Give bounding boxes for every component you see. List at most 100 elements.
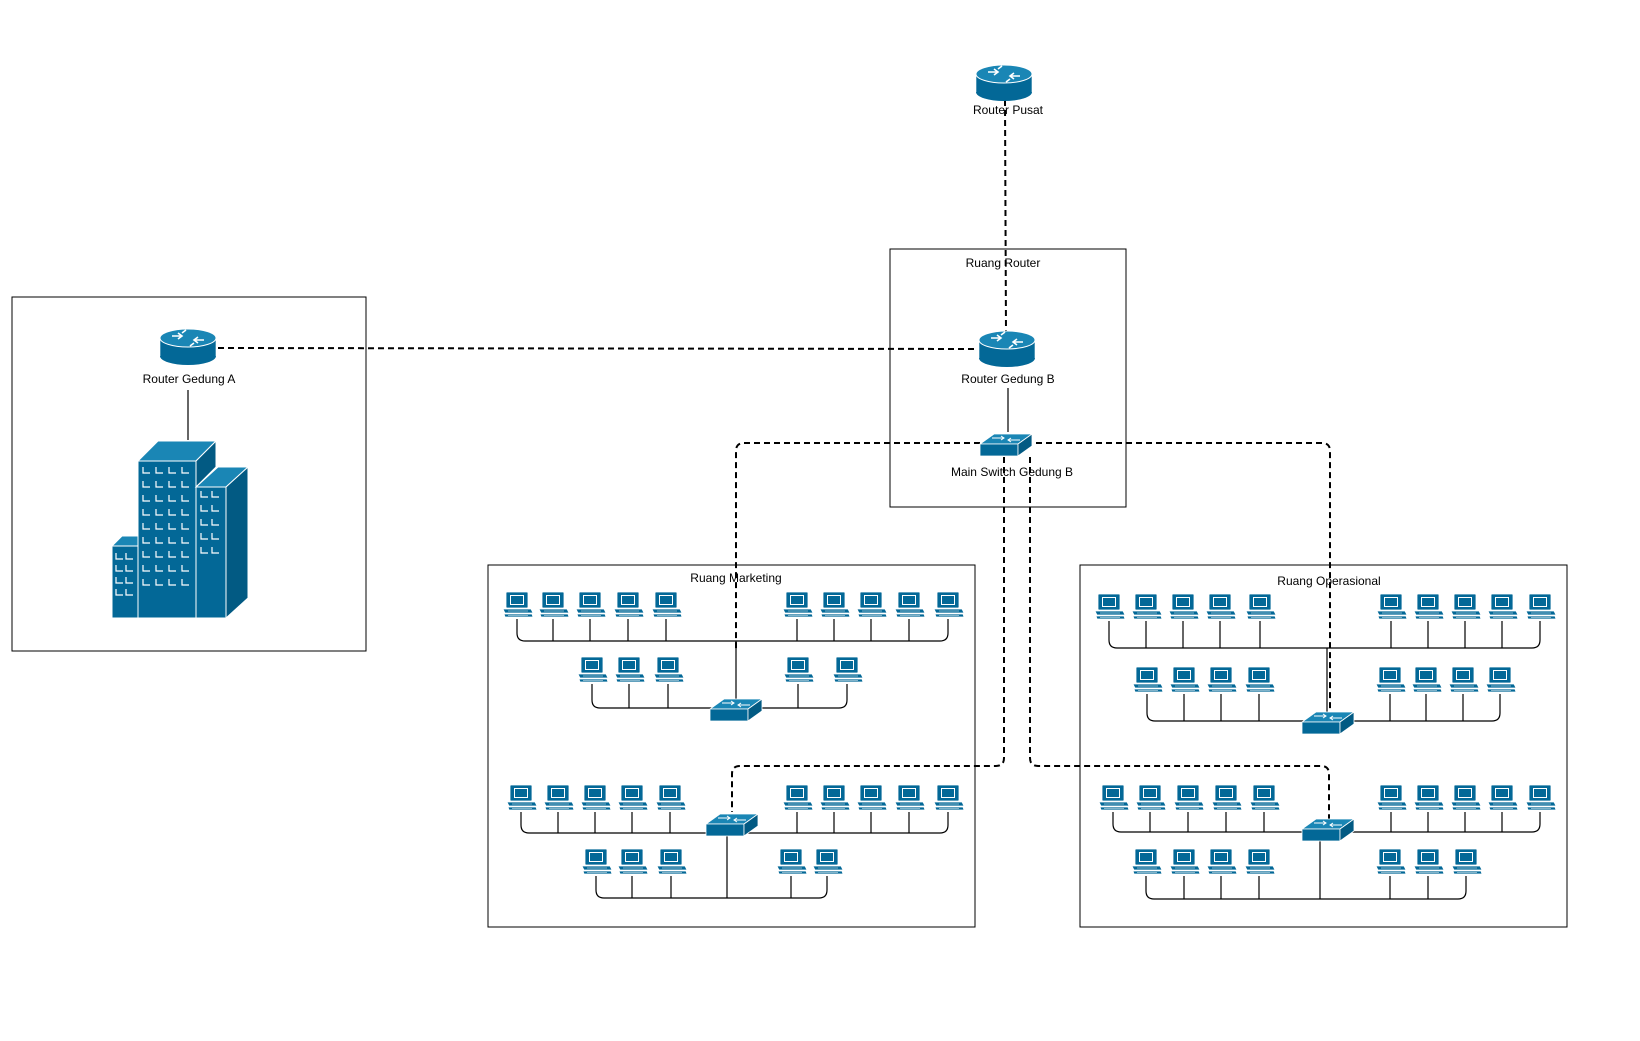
workstation-icon[interactable]	[1376, 593, 1408, 620]
workstation-icon[interactable]	[1168, 593, 1200, 620]
workstation-icon[interactable]	[1132, 666, 1164, 693]
workstation-icon[interactable]	[1206, 666, 1238, 693]
link-main-switch-to-marketing-2	[731, 457, 1005, 812]
main-switch-gedung-b[interactable]: Main Switch Gedung B	[951, 433, 1073, 479]
workstation-icon[interactable]	[506, 784, 538, 811]
lan-marketing-2	[506, 784, 965, 899]
workstation-icon[interactable]	[1375, 666, 1407, 693]
ruang-router-label: Ruang Router	[966, 256, 1041, 270]
link-main-switch-to-operasional-2	[1029, 457, 1330, 820]
workstation-icon[interactable]	[819, 591, 851, 618]
workstation-icon[interactable]	[933, 784, 965, 811]
workstation-icon[interactable]	[617, 848, 649, 875]
router-gedung-a-label: Router Gedung A	[143, 372, 236, 386]
ruang-marketing-container	[487, 564, 976, 928]
workstation-icon[interactable]	[543, 784, 575, 811]
workstation-icon[interactable]	[617, 784, 649, 811]
workstation-icon[interactable]	[1450, 784, 1482, 811]
workstation-icon[interactable]	[782, 591, 814, 618]
workstation-icon[interactable]	[1244, 848, 1276, 875]
switch-icon[interactable]	[1301, 711, 1355, 735]
ruang-router-container	[889, 248, 1127, 508]
workstation-icon[interactable]	[614, 656, 646, 683]
main-switch-label: Main Switch Gedung B	[951, 465, 1073, 479]
workstation-icon[interactable]	[575, 591, 607, 618]
lan-bus-line	[1145, 890, 1467, 900]
router-icon	[975, 64, 1033, 102]
workstation-icon[interactable]	[894, 784, 926, 811]
workstation-icon[interactable]	[1135, 784, 1167, 811]
link-main-switch-to-marketing-1	[735, 442, 980, 650]
workstation-icon[interactable]	[538, 591, 570, 618]
switch-icon[interactable]	[709, 698, 763, 722]
workstation-icon[interactable]	[1131, 848, 1163, 875]
workstation-icon[interactable]	[1413, 848, 1445, 875]
router-gedung-a[interactable]: Router Gedung A	[143, 328, 236, 386]
workstation-icon[interactable]	[581, 848, 613, 875]
ruang-marketing-label: Ruang Marketing	[690, 571, 781, 585]
workstation-icon[interactable]	[1487, 784, 1519, 811]
workstation-icon[interactable]	[653, 656, 685, 683]
workstation-icon[interactable]	[1173, 784, 1205, 811]
workstation-icon[interactable]	[1211, 784, 1243, 811]
workstation-icon[interactable]	[783, 656, 815, 683]
lan-clusters	[502, 591, 1557, 900]
workstation-icon[interactable]	[1411, 666, 1443, 693]
workstation-icon[interactable]	[651, 591, 683, 618]
workstation-icon[interactable]	[613, 591, 645, 618]
workstation-icon[interactable]	[1451, 848, 1483, 875]
workstation-icon[interactable]	[1413, 593, 1445, 620]
lan-operasional-2	[1098, 784, 1557, 900]
workstation-icon[interactable]	[1249, 784, 1281, 811]
workstation-icon[interactable]	[1094, 593, 1126, 620]
workstation-icon[interactable]	[1205, 593, 1237, 620]
workstation-icon[interactable]	[655, 784, 687, 811]
workstation-icon[interactable]	[1525, 784, 1557, 811]
workstation-icon[interactable]	[856, 784, 888, 811]
workstation-icon[interactable]	[776, 848, 808, 875]
workstation-icon[interactable]	[1131, 593, 1163, 620]
workstation-icon[interactable]	[1098, 784, 1130, 811]
workstation-icon[interactable]	[819, 784, 851, 811]
workstation-icon[interactable]	[894, 591, 926, 618]
workstation-icon[interactable]	[656, 848, 688, 875]
link-pusat-to-gedung-b	[1004, 99, 1007, 336]
workstation-icon[interactable]	[1245, 593, 1277, 620]
lan-operasional-1	[1094, 593, 1557, 735]
router-pusat[interactable]: Router Pusat	[973, 64, 1044, 117]
ruang-operasional-container	[1079, 564, 1568, 928]
workstation-icon[interactable]	[1487, 593, 1519, 620]
workstation-icon[interactable]	[1244, 666, 1276, 693]
router-icon	[978, 330, 1036, 368]
lan-bus-line	[1108, 639, 1541, 649]
workstation-icon[interactable]	[1206, 848, 1238, 875]
workstation-icon[interactable]	[1485, 666, 1517, 693]
workstation-icon[interactable]	[832, 656, 864, 683]
switch-icon[interactable]	[1301, 818, 1355, 842]
workstation-icon[interactable]	[580, 784, 612, 811]
lan-bus-line	[595, 889, 828, 899]
workstation-icon[interactable]	[1169, 666, 1201, 693]
switch-icon	[979, 433, 1033, 457]
workstation-icon[interactable]	[1169, 848, 1201, 875]
workstation-icon[interactable]	[1450, 593, 1482, 620]
workstation-icon[interactable]	[1525, 593, 1557, 620]
lan-marketing-1	[502, 591, 965, 722]
link-gedung-a-to-gedung-b	[217, 347, 979, 350]
workstation-icon[interactable]	[1413, 784, 1445, 811]
gedung-a-container	[11, 296, 367, 652]
ruang-operasional-label: Ruang Operasional	[1277, 574, 1380, 588]
workstation-icon[interactable]	[1376, 784, 1408, 811]
workstation-icon[interactable]	[502, 591, 534, 618]
workstation-icon[interactable]	[933, 591, 965, 618]
workstation-icon[interactable]	[856, 591, 888, 618]
workstation-icon[interactable]	[812, 848, 844, 875]
workstation-icon[interactable]	[782, 784, 814, 811]
office-building-icon	[110, 439, 250, 620]
workstation-icon[interactable]	[1448, 666, 1480, 693]
workstation-icon[interactable]	[1375, 848, 1407, 875]
workstation-icon[interactable]	[577, 656, 609, 683]
link-main-switch-to-operasional-1	[1036, 442, 1331, 716]
router-gedung-b[interactable]: Router Gedung B	[961, 330, 1055, 386]
